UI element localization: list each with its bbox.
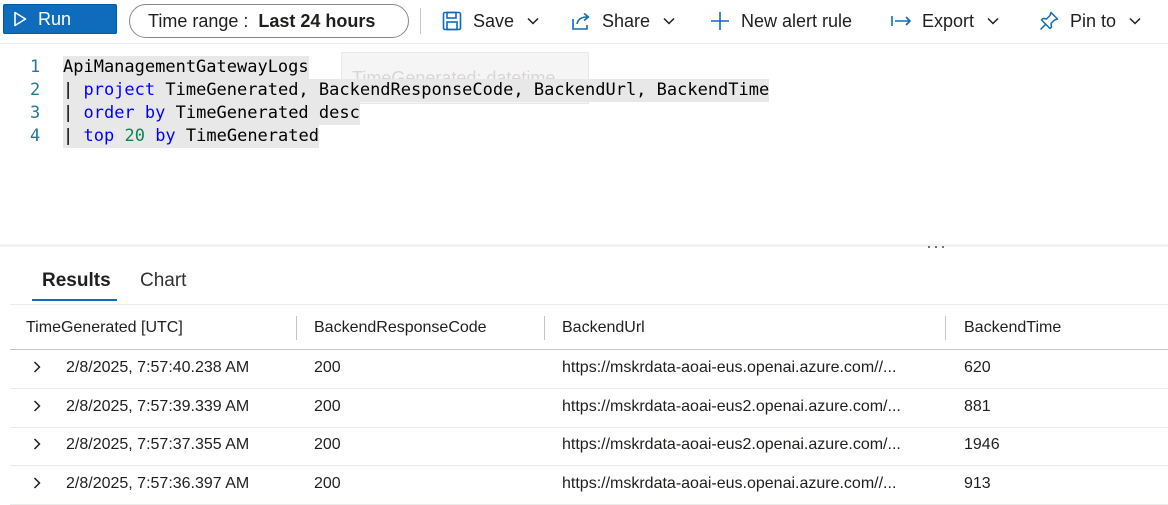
save-button[interactable]: Save	[441, 6, 540, 36]
tab-results[interactable]: Results	[42, 270, 111, 291]
chevron-down-icon	[527, 17, 539, 25]
cell-timegenerated: 2/8/2025, 7:57:39.339 AM	[66, 397, 250, 415]
column-resize-handle[interactable]	[544, 316, 545, 340]
cell-backendresponsecode: 200	[314, 397, 341, 415]
new-alert-rule-button[interactable]: New alert rule	[709, 6, 852, 36]
pane-splitter[interactable]	[0, 244, 1168, 247]
tabs-divider	[10, 304, 1168, 305]
cell-backendtime: 881	[964, 397, 991, 415]
cell-backendresponsecode: 200	[314, 359, 341, 376]
chevron-right-icon[interactable]	[30, 399, 44, 413]
toolbar: Run Time range : Last 24 hours Save Shar…	[0, 0, 1168, 44]
keyword-token: order by	[83, 103, 166, 123]
time-range-value: Last 24 hours	[258, 10, 376, 31]
time-range-label: Time range :	[148, 10, 249, 31]
cell-timegenerated: 2/8/2025, 7:57:36.397 AM	[66, 474, 250, 492]
new-alert-label: New alert rule	[741, 10, 853, 31]
export-arrow-icon	[891, 16, 911, 26]
play-icon	[14, 11, 27, 27]
chevron-right-icon[interactable]	[30, 437, 44, 451]
code-text: | top 20 by TimeGenerated	[63, 125, 319, 148]
plus-icon	[711, 12, 729, 30]
keyword-token: by	[155, 126, 176, 146]
toolbar-divider	[420, 8, 421, 34]
line-number: 3	[30, 103, 41, 123]
run-label: Run	[38, 8, 72, 29]
column-header-backendurl[interactable]: BackendUrl	[562, 319, 645, 336]
chevron-down-icon	[663, 17, 675, 25]
code-token: ApiManagementGatewayLogs	[63, 57, 309, 77]
code-token: TimeGenerated	[175, 126, 319, 146]
code-text: | project TimeGenerated, BackendResponse…	[63, 79, 770, 102]
table-row[interactable]: 2/8/2025, 7:57:40.238 AM 200 https://mskrd…	[10, 351, 1168, 389]
cell-backendtime: 1946	[964, 436, 1000, 453]
cell-backendresponsecode: 200	[314, 436, 341, 453]
pin-icon	[1039, 11, 1059, 31]
code-token	[114, 126, 124, 146]
cell-backendtime: 620	[964, 359, 991, 376]
table-row[interactable]: 2/8/2025, 7:57:37.355 AM 200 https://mskrd…	[10, 428, 1168, 466]
active-tab-indicator	[32, 299, 117, 301]
pin-label: Pin to	[1070, 10, 1117, 31]
chevron-down-icon	[1129, 17, 1141, 25]
time-range-picker[interactable]: Time range : Last 24 hours	[129, 4, 409, 38]
tab-chart[interactable]: Chart	[140, 270, 187, 291]
number-token: 20	[124, 126, 145, 146]
cell-backendurl: https://mskrdata-aoai-eus2.openai.azure.…	[562, 397, 901, 415]
code-token: |	[63, 126, 84, 146]
share-label: Share	[602, 10, 651, 31]
cell-backendresponsecode: 200	[314, 474, 341, 492]
cell-backendurl: https://mskrdata-aoai-eus.openai.azure.c…	[562, 359, 897, 376]
row-divider	[10, 426, 1168, 428]
cell-backendurl: https://mskrdata-aoai-eus2.openai.azure.…	[562, 436, 901, 453]
share-button[interactable]: Share	[570, 6, 676, 36]
keyword-token: top	[83, 126, 115, 146]
chevron-right-icon[interactable]	[30, 360, 44, 374]
export-button[interactable]: Export	[890, 6, 1000, 36]
keyword-token: project	[83, 80, 156, 100]
code-text: | order by TimeGenerated desc	[63, 102, 360, 125]
table-row[interactable]: 2/8/2025, 7:57:39.339 AM 200 https://mskrd…	[10, 390, 1168, 428]
column-header-backendtime[interactable]: BackendTime	[964, 319, 1062, 336]
save-label: Save	[473, 10, 515, 31]
code-token: |	[63, 103, 84, 123]
chevron-down-icon	[987, 17, 999, 25]
column-resize-handle[interactable]	[296, 316, 297, 340]
cell-backendtime: 913	[964, 474, 991, 492]
cell-backendurl: https://mskrdata-aoai-eus.openai.azure.c…	[562, 474, 897, 492]
cell-timegenerated: 2/8/2025, 7:57:40.238 AM	[66, 359, 250, 376]
share-icon	[572, 12, 590, 30]
code-token: TimeGenerated desc	[165, 103, 360, 123]
column-resize-handle[interactable]	[945, 316, 946, 340]
pin-to-button[interactable]: Pin to	[1038, 6, 1142, 36]
export-label: Export	[922, 10, 975, 31]
run-button[interactable]: Run	[3, 4, 117, 34]
chevron-right-icon[interactable]	[30, 476, 44, 490]
header-divider	[10, 349, 1168, 350]
more-options-icon[interactable]: ···	[926, 236, 947, 256]
row-divider	[10, 465, 1168, 466]
code-token	[145, 126, 155, 146]
line-number: 2	[30, 80, 41, 100]
code-token: |	[63, 80, 84, 100]
line-number: 1	[30, 57, 41, 77]
column-header-backendresponsecode[interactable]: BackendResponseCode	[314, 319, 487, 336]
column-header-timegenerated[interactable]: TimeGenerated [UTC]	[26, 319, 183, 336]
row-divider	[10, 388, 1168, 389]
code-token: TimeGenerated, BackendResponseCode, Back…	[155, 80, 770, 100]
cell-timegenerated: 2/8/2025, 7:57:37.355 AM	[66, 436, 250, 453]
code-text: ApiManagementGatewayLogs	[63, 56, 309, 79]
row-divider	[10, 503, 1168, 505]
save-icon	[442, 11, 462, 31]
line-number: 4	[30, 126, 41, 146]
